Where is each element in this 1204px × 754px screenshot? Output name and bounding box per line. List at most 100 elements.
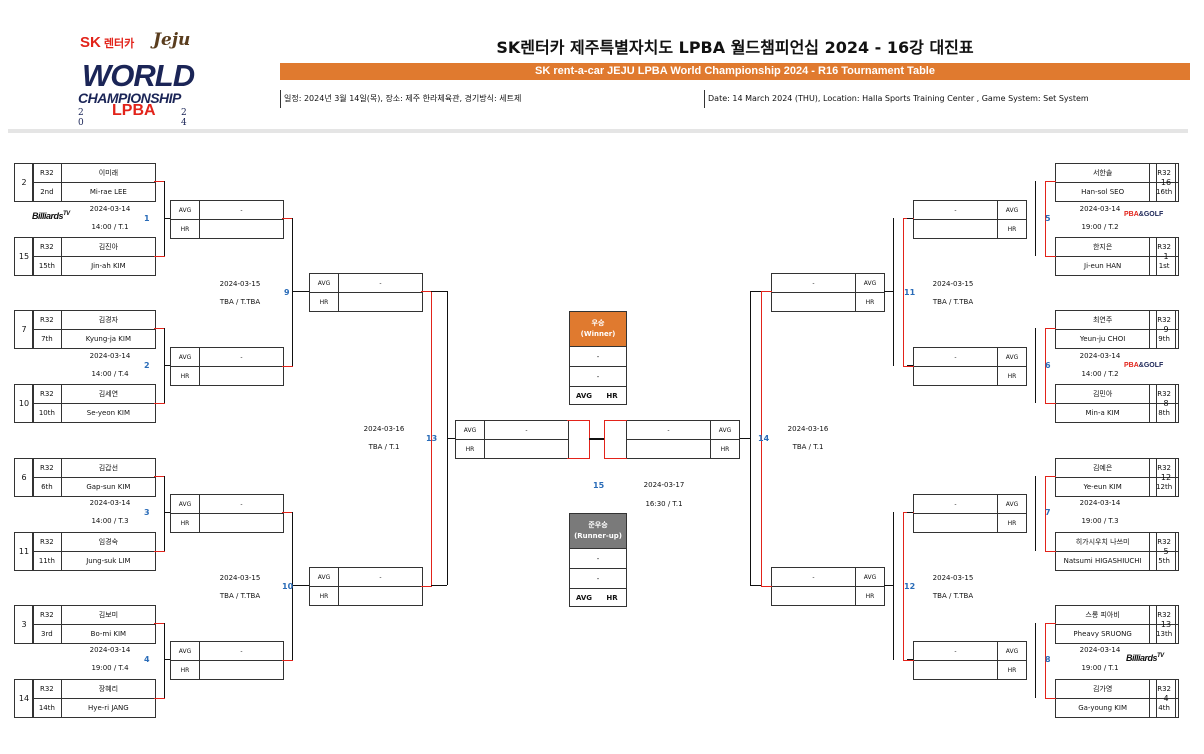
stat-value: - bbox=[379, 279, 382, 287]
bracket-connector bbox=[1045, 328, 1056, 404]
stat-label: AVG bbox=[863, 573, 877, 581]
stat-value: - bbox=[379, 573, 382, 581]
bracket-line bbox=[893, 512, 894, 660]
stat-label: HR bbox=[171, 661, 200, 679]
player-name-en: Mi-rae LEE bbox=[89, 188, 127, 196]
stat-label: AVG bbox=[1005, 353, 1019, 361]
player-name-en: Yeun-ju CHOI bbox=[1056, 330, 1151, 348]
player-name-kr: 히가시우치 나쓰미 bbox=[1056, 533, 1151, 551]
stat-value bbox=[200, 367, 283, 385]
bracket-line bbox=[164, 659, 170, 660]
page-title: SK렌터카 제주특별자치도 LPBA 월드챔피언십 2024 - 16강 대진표 bbox=[496, 38, 974, 57]
seed-number: 11 bbox=[14, 532, 34, 571]
championship-logo-text: CHAMPIONSHIP bbox=[78, 90, 181, 106]
player-name-en: Ye-eun KIM bbox=[1056, 478, 1151, 496]
stat-value bbox=[200, 661, 283, 679]
subtitle-bar: SK rent-a-car JEJU LPBA World Championsh… bbox=[280, 63, 1190, 80]
match-time: TBA / T.TBA bbox=[219, 298, 261, 306]
match-number: 8 bbox=[1045, 655, 1051, 664]
bracket-line bbox=[907, 659, 913, 660]
info-english: Date: 14 March 2024 (THU), Location: Hal… bbox=[704, 90, 1089, 108]
stat-label: AVG bbox=[171, 201, 200, 219]
seed-number: 5 bbox=[1156, 532, 1176, 571]
seed-number: 12 bbox=[1156, 458, 1176, 497]
stat-value bbox=[339, 587, 422, 605]
bracket-line bbox=[893, 218, 894, 366]
player-name-en: Jung-suk LIM bbox=[86, 557, 131, 565]
match-number: 12 bbox=[904, 582, 916, 591]
player-name-kr: 김진아 bbox=[98, 243, 119, 251]
match-date: 2024-03-14 bbox=[1079, 352, 1121, 360]
match-time: 14:00 / T.3 bbox=[91, 517, 129, 525]
stat-value: - bbox=[627, 421, 711, 439]
match-number: 5 bbox=[1045, 214, 1051, 223]
seed-number: 1 bbox=[1156, 237, 1176, 276]
billiards-tv-logo: BilliardsTV bbox=[32, 211, 70, 221]
player-name-en: Natsumi HIGASHIUCHI bbox=[1056, 552, 1151, 570]
player-name-kr: 김가영 bbox=[1056, 680, 1151, 698]
match-number: 14 bbox=[758, 434, 770, 443]
stat-label: AVG bbox=[171, 642, 200, 660]
player-name-en: Ga-young KIM bbox=[1056, 699, 1151, 717]
match-date-15: 2024-03-17 bbox=[643, 481, 685, 489]
player-name-kr: 김보미 bbox=[98, 611, 119, 619]
player-round: R32 bbox=[33, 533, 62, 551]
player-name-kr: 서한솔 bbox=[1056, 164, 1151, 182]
stat-value: - bbox=[914, 495, 998, 513]
seed-number: 3 bbox=[14, 605, 34, 644]
bracket-line bbox=[164, 623, 165, 698]
player-round: R32 bbox=[33, 385, 62, 403]
stat-label: HR bbox=[1007, 372, 1017, 380]
bracket-line bbox=[431, 291, 447, 292]
stat-label: HR bbox=[1007, 666, 1017, 674]
player-round: R32 bbox=[1157, 685, 1171, 693]
player-name-kr: 김민아 bbox=[1056, 385, 1151, 403]
bracket-connector bbox=[1045, 476, 1056, 552]
billiards-tv-logo: BilliardsTV bbox=[1126, 653, 1164, 663]
player-round: R32 bbox=[33, 459, 62, 477]
player-name-kr: 한지은 bbox=[1056, 238, 1151, 256]
stat-label: HR bbox=[865, 592, 875, 600]
bracket-line bbox=[431, 585, 447, 586]
stat-label: HR bbox=[1007, 519, 1017, 527]
stat-value bbox=[772, 587, 856, 605]
match-score-box: AVG-HR bbox=[170, 641, 284, 680]
bracket-line bbox=[884, 291, 893, 292]
stat-value bbox=[339, 293, 422, 311]
header-divider bbox=[8, 129, 1188, 133]
seed-number: 9 bbox=[1156, 310, 1176, 349]
match-number: 10 bbox=[282, 582, 294, 591]
player-rank: 14th bbox=[33, 699, 62, 717]
player-round: R32 bbox=[33, 606, 62, 624]
match-time: 19:00 / T.2 bbox=[1081, 223, 1119, 231]
match-time-15: 16:30 / T.1 bbox=[645, 500, 683, 508]
player-round: R32 bbox=[1157, 538, 1171, 546]
match-time: TBA / T.1 bbox=[792, 443, 824, 451]
player-rank: 7th bbox=[33, 330, 62, 348]
match-number: 13 bbox=[426, 434, 438, 443]
stat-value bbox=[914, 514, 998, 532]
player-name-en: Han-sol SEO bbox=[1056, 183, 1151, 201]
stat-value bbox=[772, 293, 856, 311]
match-time: 19:00 / T.4 bbox=[91, 664, 129, 672]
match-number: 1 bbox=[144, 214, 150, 223]
stat-value: - bbox=[240, 206, 243, 214]
player-name-en: Gap-sun KIM bbox=[86, 483, 131, 491]
match-number: 2 bbox=[144, 361, 150, 370]
match-date: 2024-03-14 bbox=[1079, 205, 1121, 213]
match-date: 2024-03-15 bbox=[219, 574, 261, 582]
player-name-kr: 이미래 bbox=[98, 169, 119, 177]
seed-number: 15 bbox=[14, 237, 34, 276]
stat-label: HR bbox=[310, 293, 339, 311]
seed-number: 8 bbox=[1156, 384, 1176, 423]
player-name-en: Ji-eun HAN bbox=[1056, 257, 1151, 275]
player-round: R32 bbox=[33, 680, 62, 698]
bracket-line bbox=[164, 365, 170, 366]
